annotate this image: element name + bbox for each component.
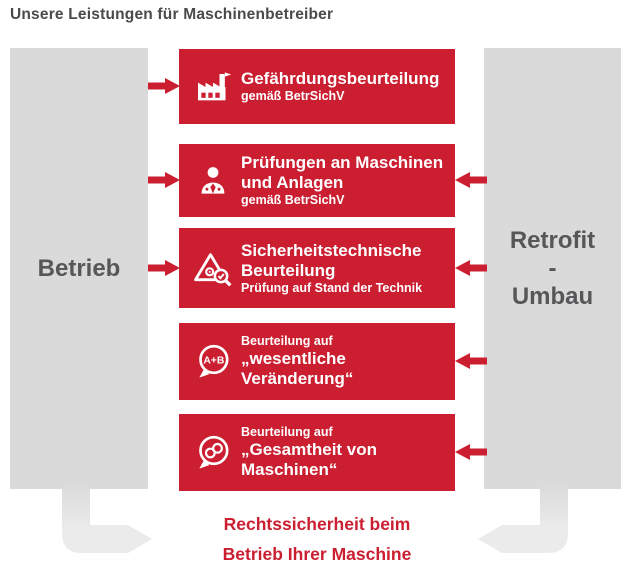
- arrow-right-icon: [148, 260, 180, 276]
- banner-betrieb-label: Betrieb: [37, 254, 121, 282]
- box-subtitle: gemäß BetrSichV: [241, 89, 345, 104]
- arrow-left-icon: [455, 260, 487, 276]
- inspector-person-icon: [191, 162, 235, 200]
- left-ribbon-fold: [62, 485, 152, 553]
- factory-icon: [191, 67, 235, 107]
- box-title: Gefährdungsbeurteilung: [241, 69, 440, 89]
- box-pretitle: Beurteilung auf: [241, 425, 333, 440]
- service-box-gefaehrdungsbeurteilung: Gefährdungsbeurteilung gemäß BetrSichV: [179, 49, 455, 124]
- warning-magnifier-icon: [191, 248, 235, 288]
- arrow-left-icon: [455, 353, 487, 369]
- box-title: Prüfungen an Maschinen und Anlagen: [241, 153, 444, 193]
- arrow-left-icon: [455, 444, 487, 460]
- page-title: Unsere Leistungen für Maschinenbetreiber: [10, 6, 334, 23]
- service-box-wesentliche-veraenderung: A+B Beurteilung auf „wesentliche Verände…: [179, 323, 455, 400]
- right-ribbon-fold: [478, 485, 568, 553]
- banner-betrieb: Betrieb: [10, 48, 148, 489]
- box-title: „wesentliche Veränderung“: [241, 348, 354, 388]
- service-box-gesamtheit-von-maschinen: Beurteilung auf „Gesamtheit von Maschine…: [179, 414, 455, 491]
- box-pretitle: Beurteilung auf: [241, 334, 333, 349]
- service-box-pruefungen: Prüfungen an Maschinen und Anlagen gemäß…: [179, 144, 455, 217]
- speech-bubble-ab-icon: A+B: [191, 342, 235, 382]
- svg-text:A+B: A+B: [203, 355, 224, 366]
- box-title: Sicherheitstechnische Beurteilung: [241, 240, 422, 280]
- box-subtitle: Prüfung auf Stand der Technik: [241, 280, 423, 295]
- service-box-sicherheitstechnische-beurteilung: Sicherheitstechnische Beurteilung Prüfun…: [179, 228, 455, 308]
- footer-claim: Rechtssicherheit beim Betrieb Ihrer Masc…: [222, 514, 412, 564]
- banner-retrofit-umbau: Retrofit - Umbau: [484, 48, 621, 489]
- speech-bubble-chain-icon: [191, 433, 235, 473]
- box-title: „Gesamtheit von Maschinen“: [241, 439, 378, 479]
- box-subtitle: gemäß BetrSichV: [241, 193, 345, 208]
- arrow-right-icon: [148, 78, 180, 94]
- arrow-right-icon: [148, 172, 180, 188]
- arrow-left-icon: [455, 172, 487, 188]
- banner-retrofit-umbau-label: Retrofit - Umbau: [509, 226, 596, 310]
